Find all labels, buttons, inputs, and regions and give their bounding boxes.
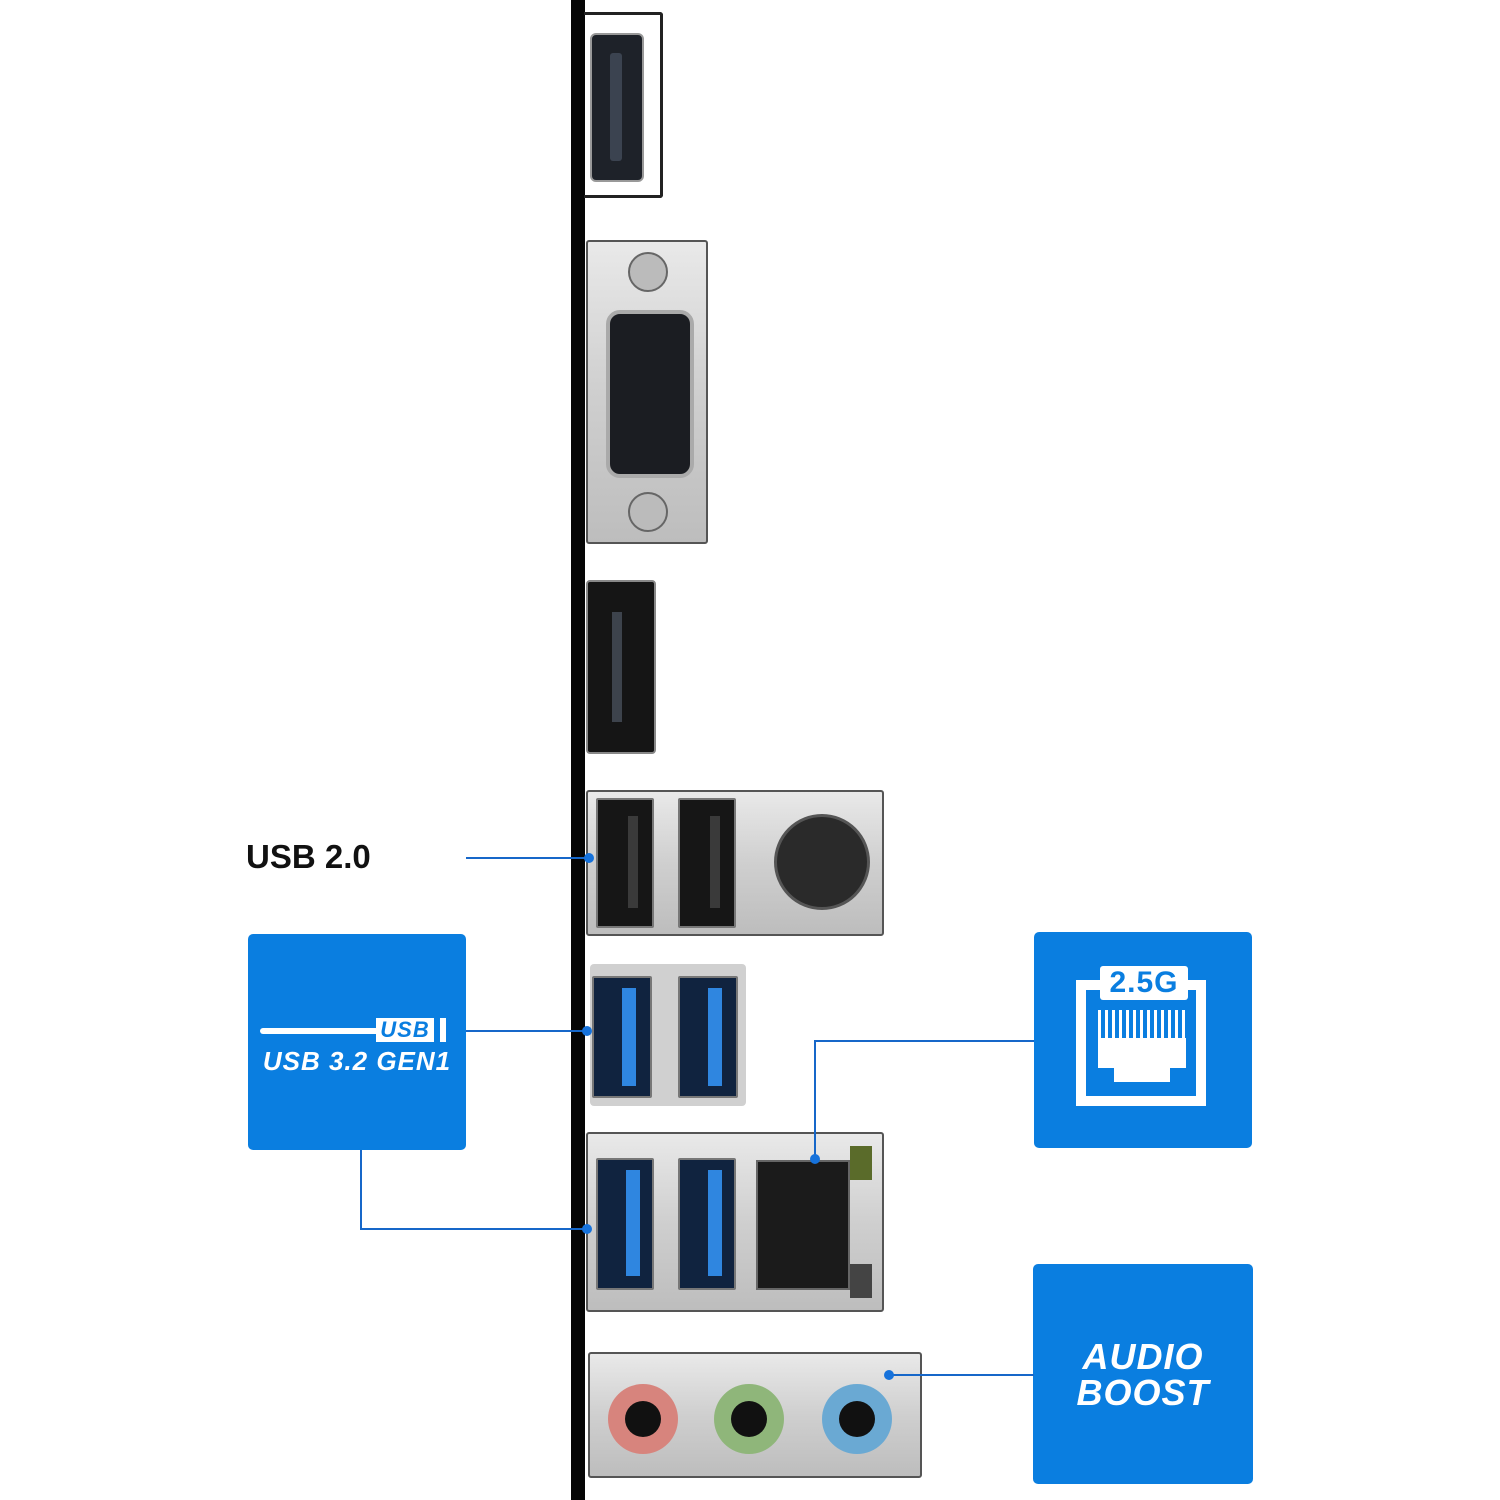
usb2-port: [678, 798, 736, 928]
audio-connector-line: [888, 1374, 1034, 1376]
usb-logo-text: USB: [376, 1018, 434, 1042]
audio-jack-green: [714, 1384, 784, 1454]
usb3-connector-line: [466, 1030, 590, 1032]
usb3-block-top: [590, 964, 746, 1106]
lan-connector-dot: [810, 1154, 820, 1164]
audio-boost-line2: BOOST: [1076, 1372, 1210, 1413]
audio-block: [588, 1352, 922, 1478]
hdmi-port: [584, 12, 663, 198]
audio-boost-badge: AUDIO BOOST: [1033, 1264, 1253, 1484]
usb3-port: [592, 976, 652, 1098]
usb-logo-bar: [440, 1018, 446, 1042]
usb32-gen1-text: USB 3.2 GEN1: [262, 1046, 452, 1076]
usb3-connector-line-lower-h: [360, 1228, 588, 1230]
usb2-ps2-block: [586, 790, 884, 936]
usb2-connector-dot: [584, 853, 594, 863]
displayport-port: [586, 580, 656, 754]
lan-speed-text: 2.5G: [1100, 966, 1188, 1000]
led-indicator: [850, 1264, 872, 1298]
led-indicator: [850, 1146, 872, 1180]
usb3-connector-dot: [582, 1224, 592, 1234]
vga-port: [586, 240, 708, 544]
usb3-lan-block: [586, 1132, 884, 1312]
audio-boost-line1: AUDIO: [1082, 1336, 1204, 1377]
screw-icon: [628, 252, 668, 292]
usb2-label: USB 2.0: [246, 838, 371, 875]
usb32-gen1-badge: USB USB 3.2 GEN1: [248, 934, 466, 1150]
audio-connector-dot: [884, 1370, 894, 1380]
usb2-connector-line: [466, 857, 590, 859]
usb3-connector-dot: [582, 1026, 592, 1036]
usb3-port: [596, 1158, 654, 1290]
audio-jack-pink: [608, 1384, 678, 1454]
lan-connector-line-h: [814, 1040, 1034, 1042]
audio-jack-blue: [822, 1384, 892, 1454]
lan-connector-line-v: [814, 1040, 816, 1158]
ps2-port: [774, 814, 870, 910]
usb3-port: [678, 976, 738, 1098]
screw-icon: [628, 492, 668, 532]
usb2-port: [596, 798, 654, 928]
usb3-connector-line-lower-v: [360, 1150, 362, 1228]
lan-2-5g-badge: 2.5G: [1034, 932, 1252, 1148]
io-shield-edge: [571, 0, 585, 1500]
usb3-port: [678, 1158, 736, 1290]
ethernet-port: [756, 1160, 850, 1290]
